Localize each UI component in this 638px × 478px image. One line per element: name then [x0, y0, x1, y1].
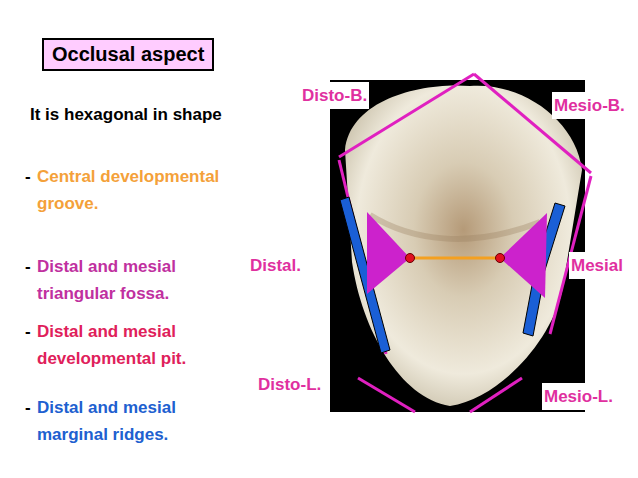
part-label: Disto-L.: [256, 371, 323, 398]
marginal-ridges: [340, 197, 565, 353]
tooth-shading: [370, 215, 540, 239]
part-label: Mesio-B.: [552, 92, 627, 119]
bullet-dash: -: [25, 318, 39, 345]
developmental-pit: [406, 254, 415, 263]
bullet-dash: -: [25, 163, 39, 190]
bullet-dash: -: [25, 253, 39, 280]
central-groove: [410, 257, 500, 260]
bullet-text: Distal and mesial marginal ridges.: [37, 394, 212, 448]
title-box: Occlusal aspect: [42, 38, 214, 71]
bullet-text: Distal and mesial triangular fossa.: [37, 253, 212, 307]
bullet-dash: -: [25, 394, 39, 421]
part-label: Mesial: [569, 252, 625, 279]
hexagon-outline: [339, 74, 591, 412]
triangular-fossae: [367, 212, 547, 298]
part-label: Mesio-L.: [542, 383, 615, 410]
part-label: Distal.: [250, 252, 301, 279]
photo-background: [330, 80, 585, 412]
developmental-pit: [496, 254, 505, 263]
bullet-text: Central developmental groove.: [37, 163, 272, 217]
bullet-text: Distal and mesial developmental pit.: [37, 318, 212, 372]
part-label: Disto-B.: [300, 82, 369, 109]
caption-text: It is hexagonal in shape: [30, 101, 290, 128]
